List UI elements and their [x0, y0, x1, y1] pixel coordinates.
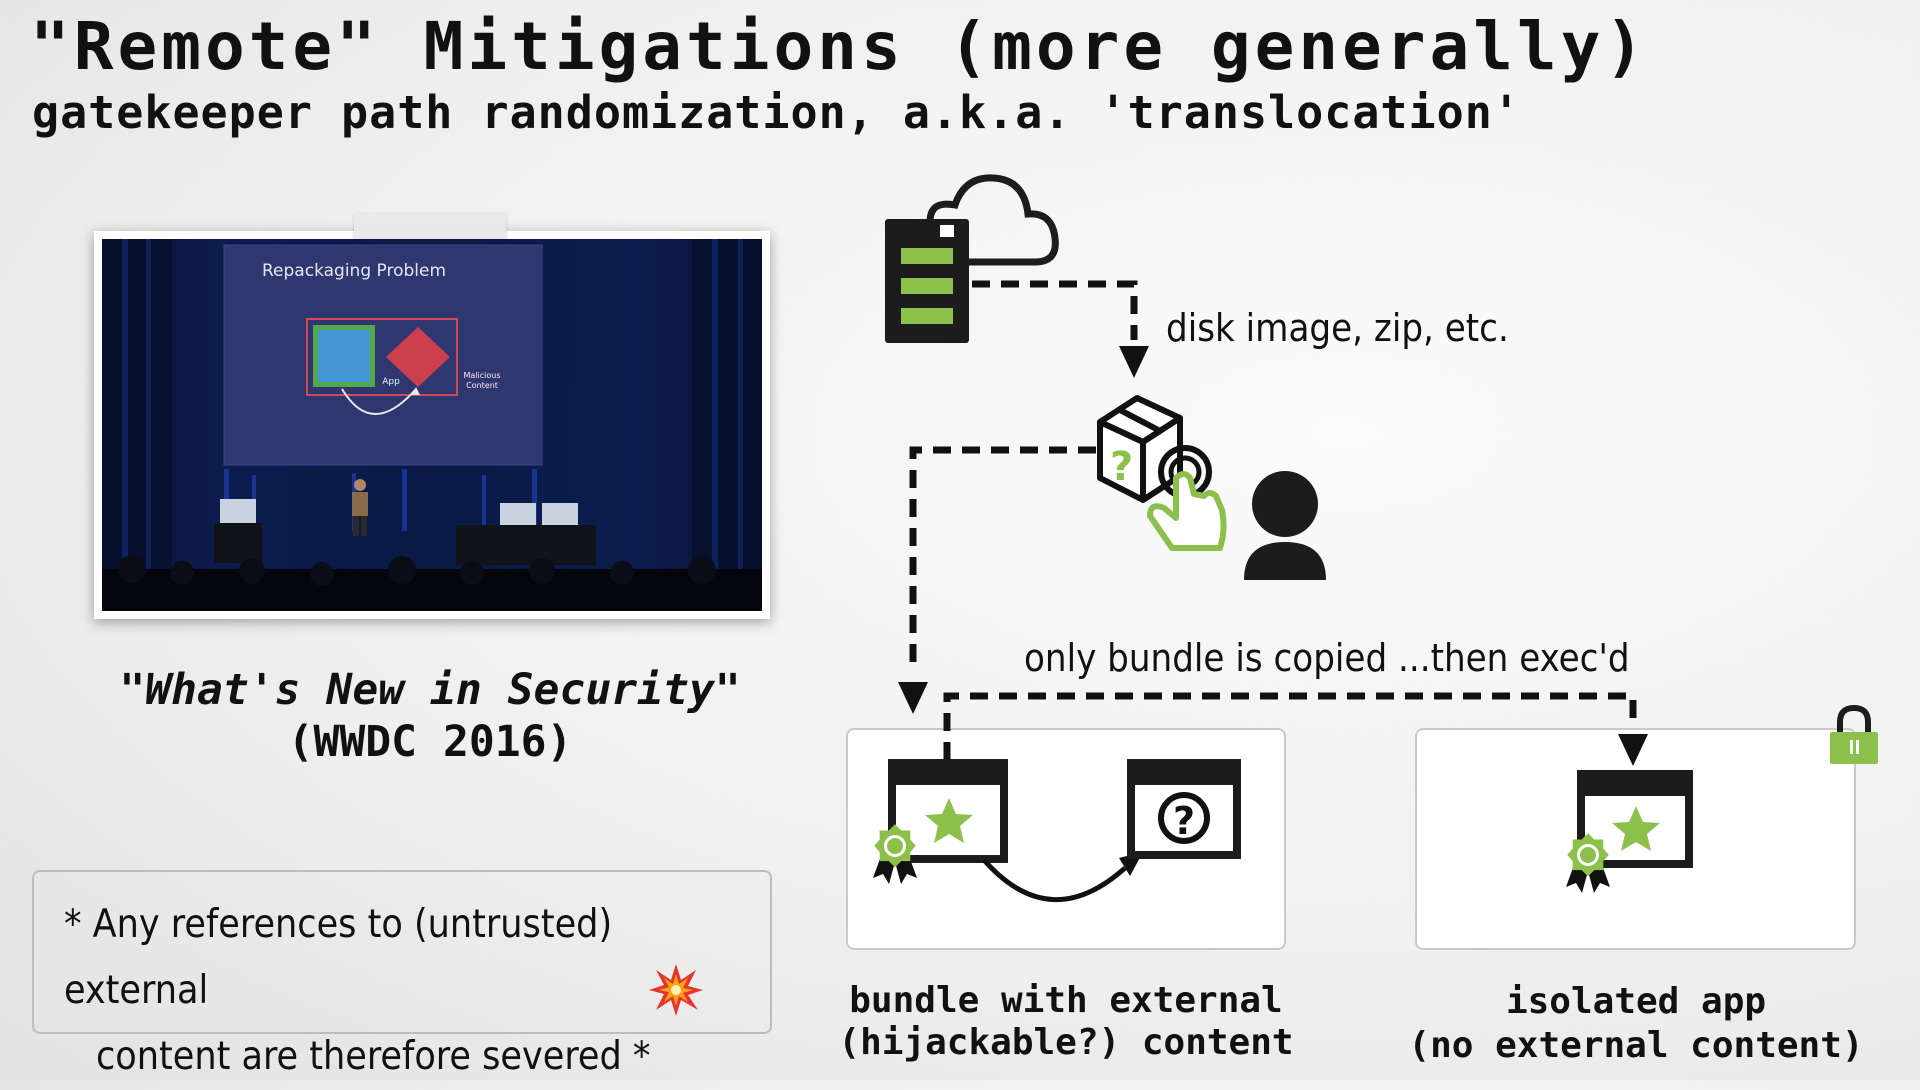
user-icon [1244, 471, 1326, 580]
bundle-label-line1: bundle with external [849, 980, 1283, 1021]
lock-icon [1830, 704, 1878, 764]
download-label: disk image, zip, etc. [1166, 306, 1509, 350]
cloud-icon [926, 174, 1059, 266]
stage-scene-graphic [102, 239, 762, 611]
photo-scene: Repackaging Problem App Malicious Conten… [102, 239, 762, 611]
slide-title: "Remote" Mitigations (more generally) [30, 8, 1649, 85]
malicious-line2: Content [466, 381, 498, 390]
question-mark-icon: ? [1110, 444, 1133, 490]
projected-app-label: App [382, 377, 400, 387]
server-icon [885, 219, 969, 343]
isolated-panel-label: isolated app (no external content) [1386, 980, 1886, 1068]
projected-slide-title: Repackaging Problem [262, 261, 447, 281]
slide-subtitle: gatekeeper path randomization, a.k.a. 't… [32, 86, 1521, 139]
video-subtitle: (WWDC 2016) [287, 717, 573, 767]
isolated-label-line1: isolated app [1505, 981, 1767, 1022]
explosion-icon [649, 964, 703, 1016]
wwdc-photo: Repackaging Problem App Malicious Conten… [94, 213, 770, 619]
tape-strip [354, 213, 506, 243]
copy-exec-label: only bundle is copied ...then exec'd [1024, 636, 1630, 680]
bundle-panel-label: bundle with external (hijackable?) conte… [816, 980, 1316, 1064]
note-box: * Any references to (untrusted) external… [32, 870, 772, 1079]
malicious-line1: Malicious [463, 371, 501, 380]
projected-malicious-label: Malicious Content [452, 371, 512, 391]
isolated-label-line2: (no external content) [1408, 1025, 1864, 1066]
pointer-hand-icon [1147, 445, 1227, 551]
question-mark-icon: ? [1173, 799, 1195, 843]
package-icon: ? [1097, 395, 1183, 503]
note-text: * Any references to (untrusted) external… [64, 892, 754, 1090]
isolated-app-window-icon [1577, 770, 1693, 868]
bundle-label-line2: (hijackable?) content [838, 1022, 1294, 1063]
note-line1: * Any references to (untrusted) external [64, 902, 613, 1013]
note-line2: content are therefore severed * [96, 1034, 651, 1079]
external-content-window-icon: ? [1127, 759, 1241, 859]
video-title: "What's New in Security" [119, 665, 741, 715]
video-caption: "What's New in Security" (WWDC 2016) [70, 664, 790, 768]
